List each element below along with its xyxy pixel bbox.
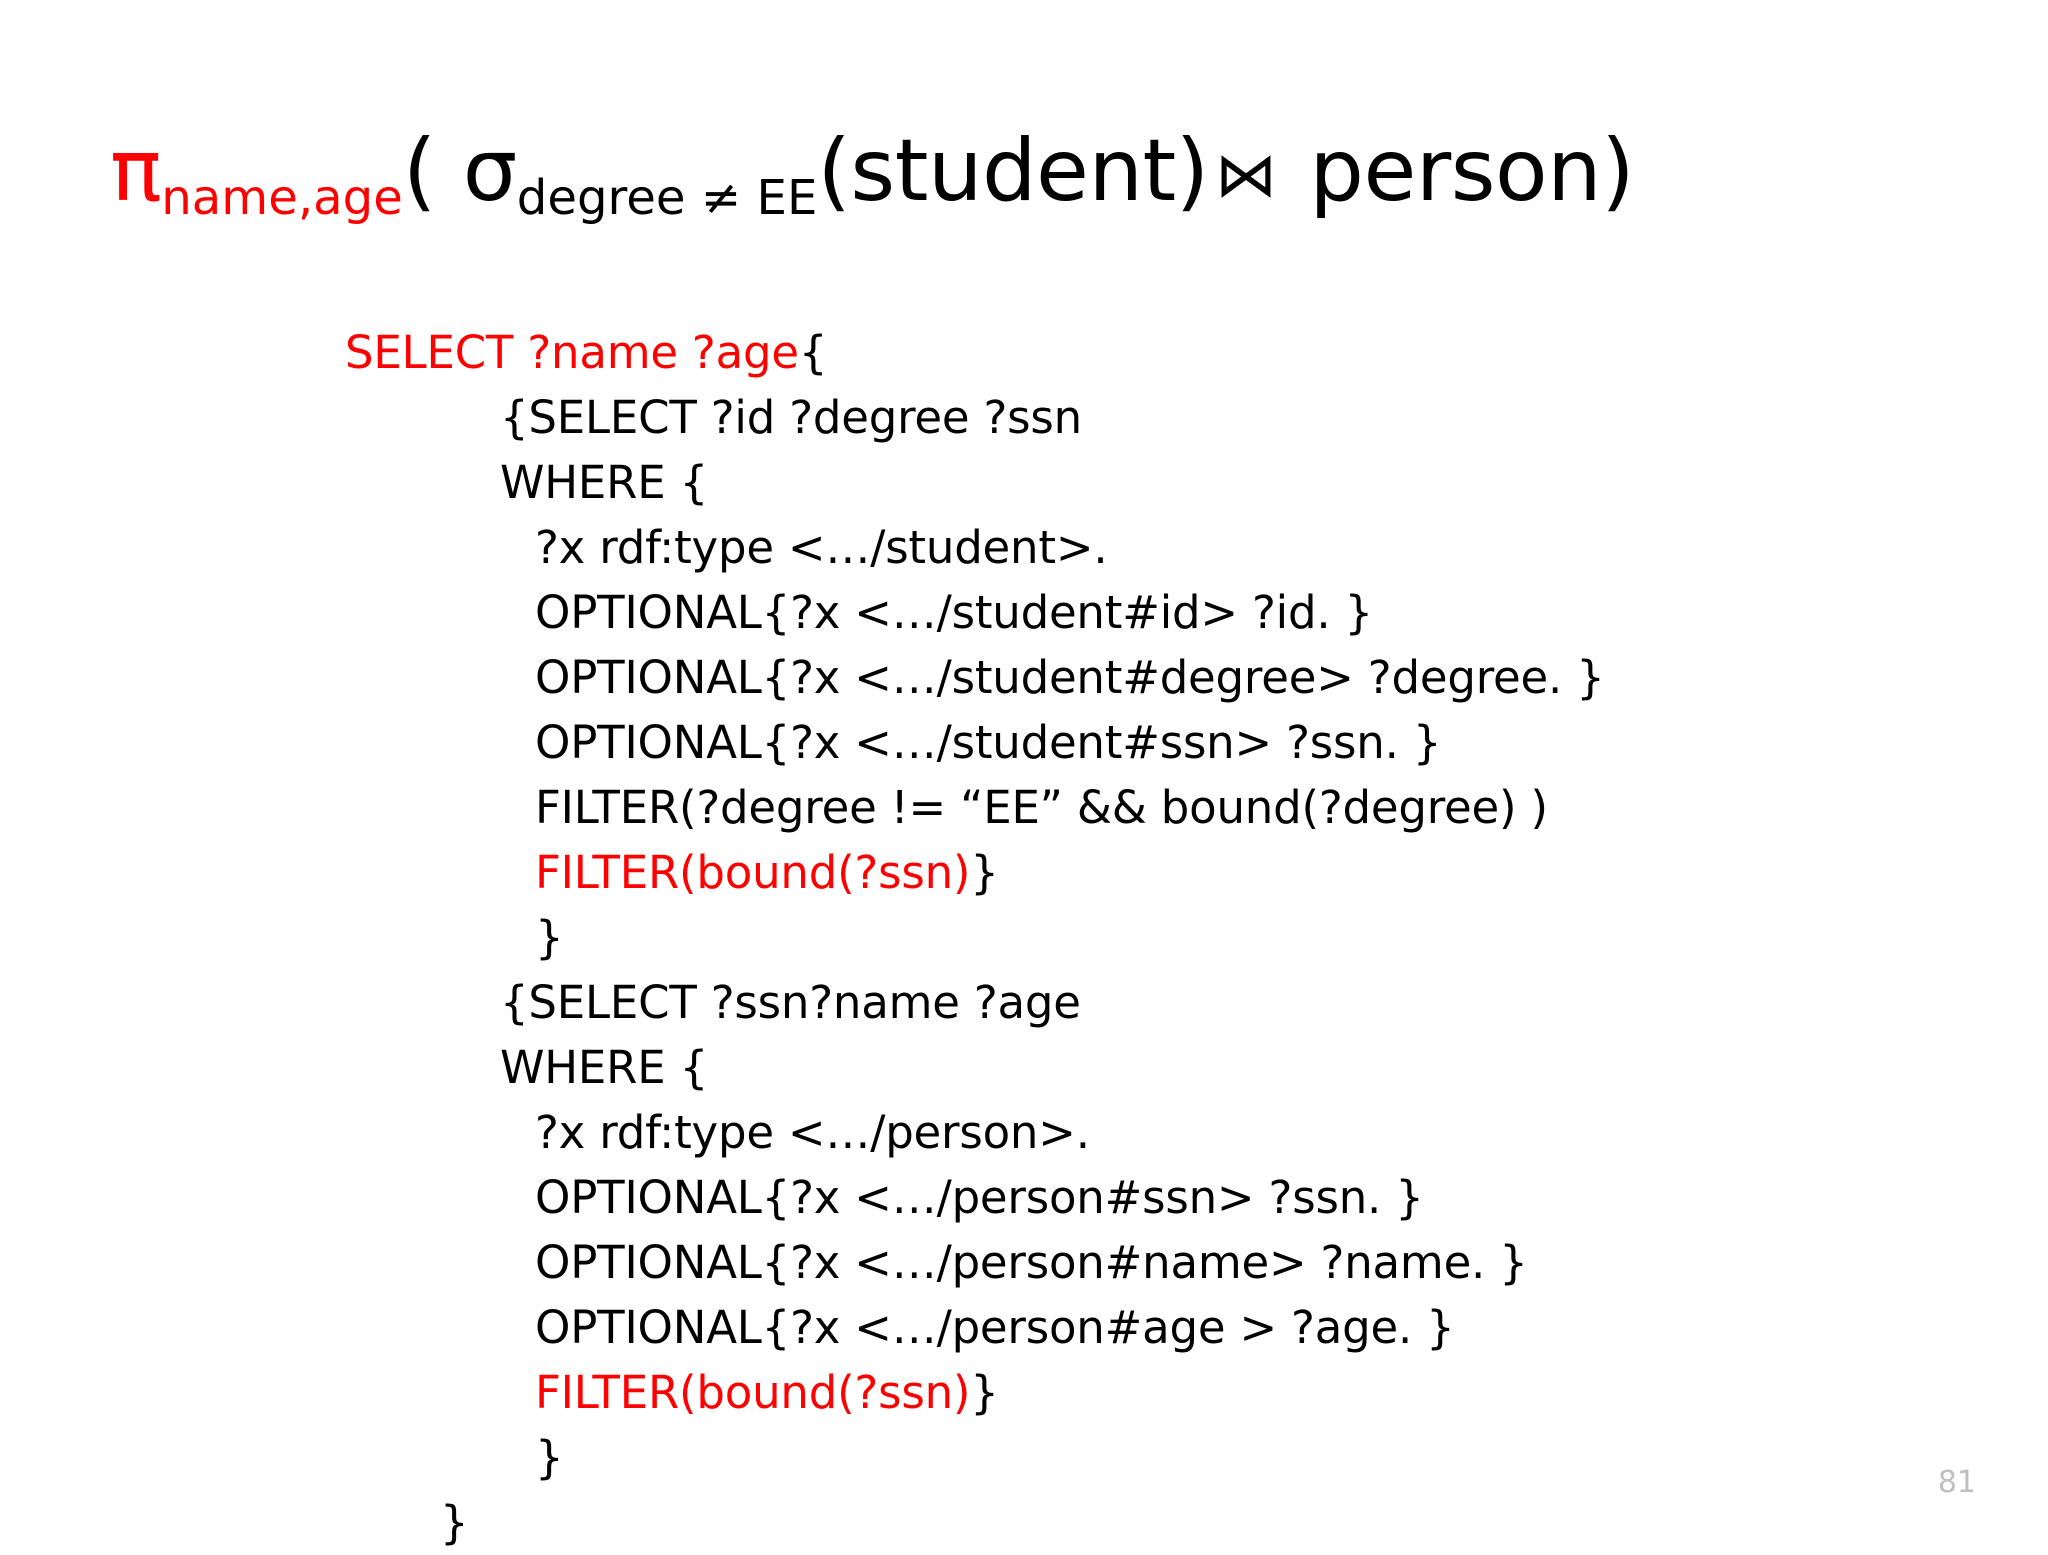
query-line: SELECT ?name ?age{	[0, 320, 2048, 385]
query-line-segment: }	[440, 1496, 469, 1549]
selection-operand: (student)	[817, 121, 1209, 221]
query-line: {SELECT ?id ?degree ?ssn	[0, 385, 2048, 450]
query-line-segment: WHERE {	[500, 456, 708, 509]
query-line: FILTER(bound(?ssn)}	[0, 1360, 2048, 1425]
query-line: OPTIONAL{?x <…/person#name> ?name. }	[0, 1230, 2048, 1295]
query-line: {SELECT ?ssn?name ?age	[0, 970, 2048, 1035]
page-number: 81	[1937, 1465, 1976, 1500]
query-line-segment: }	[970, 846, 999, 899]
query-line: ?x rdf:type <…/person>.	[0, 1100, 2048, 1165]
query-line-segment: }	[535, 911, 564, 964]
query-line: }	[0, 1425, 2048, 1490]
selection-subscript-value: EE	[756, 170, 818, 227]
query-line-segment: OPTIONAL{?x <…/student#id> ?id. }	[535, 586, 1373, 639]
projection-symbol: π	[110, 121, 162, 221]
title-open-paren: (	[402, 121, 463, 221]
query-line: OPTIONAL{?x <…/person#age > ?age. }	[0, 1295, 2048, 1360]
natural-join-icon: ⋈	[1214, 139, 1277, 212]
query-line: }	[0, 905, 2048, 970]
query-line-segment: OPTIONAL{?x <…/person#ssn> ?ssn. }	[535, 1171, 1424, 1224]
query-line: ?x rdf:type <…/student>.	[0, 515, 2048, 580]
sparql-query-block: SELECT ?name ?age{ {SELECT ?id ?degree ?s…	[0, 320, 2048, 1555]
query-line-segment: }	[970, 1366, 999, 1419]
query-line-segment: {	[798, 326, 828, 379]
selection-symbol: σ	[462, 121, 518, 221]
query-line-segment: FILTER(bound(?ssn)	[535, 846, 971, 899]
query-line: OPTIONAL{?x <…/student#id> ?id. }	[0, 580, 2048, 645]
query-line-segment: OPTIONAL{?x <…/person#name> ?name. }	[535, 1236, 1528, 1289]
slide-title: πname,age( σdegree ≠ EE(student)⋈ person…	[110, 128, 1990, 223]
selection-subscript-attribute: degree	[516, 170, 686, 227]
query-line-segment: FILTER(?degree != “EE” && bound(?degree)…	[535, 781, 1548, 834]
join-operand: person)	[1282, 121, 1635, 221]
query-line-segment: SELECT ?name ?age	[345, 326, 799, 379]
query-line-segment: {SELECT ?ssn?name ?age	[500, 976, 1081, 1029]
query-line-segment: ?x rdf:type <…/student>.	[535, 521, 1108, 574]
query-line: OPTIONAL{?x <…/student#degree> ?degree. …	[0, 645, 2048, 710]
query-line: FILTER(?degree != “EE” && bound(?degree)…	[0, 775, 2048, 840]
query-line-segment: OPTIONAL{?x <…/person#age > ?age. }	[535, 1301, 1455, 1354]
query-line-segment: {SELECT ?id ?degree ?ssn	[500, 391, 1082, 444]
query-line: WHERE {	[0, 450, 2048, 515]
query-line: FILTER(bound(?ssn)}	[0, 840, 2048, 905]
query-line: OPTIONAL{?x <…/person#ssn> ?ssn. }	[0, 1165, 2048, 1230]
query-line-segment: OPTIONAL{?x <…/student#degree> ?degree. …	[535, 651, 1605, 704]
query-line: }	[0, 1490, 2048, 1555]
query-line-segment: ?x rdf:type <…/person>.	[535, 1106, 1090, 1159]
query-line-segment: OPTIONAL{?x <…/student#ssn> ?ssn. }	[535, 716, 1442, 769]
query-line-segment: WHERE {	[500, 1041, 708, 1094]
query-line: OPTIONAL{?x <…/student#ssn> ?ssn. }	[0, 710, 2048, 775]
query-line: WHERE {	[0, 1035, 2048, 1100]
query-line-segment: FILTER(bound(?ssn)	[535, 1366, 971, 1419]
selection-subscript-operator: ≠	[685, 170, 757, 227]
query-line-segment: }	[535, 1431, 564, 1484]
projection-subscript: name,age	[161, 170, 403, 227]
